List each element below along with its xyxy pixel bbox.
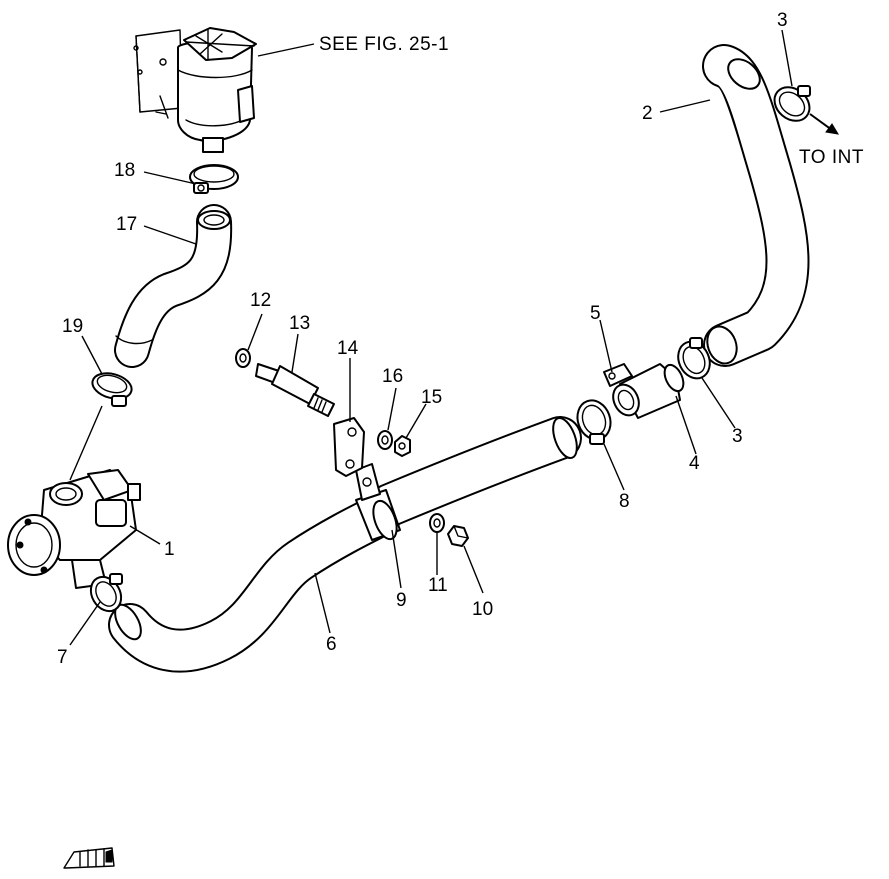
see-fig-note: SEE FIG. 25-1 <box>319 34 449 55</box>
stamp-mark-icon <box>63 847 115 869</box>
callout-8: 8 <box>619 491 630 512</box>
callout-3-top: 3 <box>777 10 788 31</box>
to-int-note: TO INT <box>799 147 864 168</box>
clamp-3-lower <box>677 337 711 380</box>
bolt-13 <box>235 348 335 417</box>
callout-7: 7 <box>57 647 68 668</box>
pump-1 <box>7 469 141 589</box>
hose-17 <box>114 204 233 368</box>
callout-18: 18 <box>114 160 135 181</box>
joint-9 <box>355 463 401 541</box>
hose-upper-middle <box>368 416 582 527</box>
callout-11: 11 <box>428 575 448 596</box>
callout-17: 17 <box>116 214 137 235</box>
callout-6: 6 <box>326 634 337 655</box>
callout-1: 1 <box>164 539 175 560</box>
callout-2: 2 <box>642 103 653 124</box>
clamp-7 <box>89 573 123 613</box>
bolt-10 <box>447 525 469 547</box>
hose-6 <box>108 493 402 673</box>
annotations: SEE FIG. 25-1 TO INT 1 2 3 3 4 5 6 7 8 9… <box>57 10 864 668</box>
callout-12: 12 <box>250 290 271 311</box>
clamp-18 <box>189 164 239 194</box>
callout-10: 10 <box>472 599 493 620</box>
strainer-assembly <box>133 27 257 153</box>
callout-5: 5 <box>590 303 601 324</box>
callout-9: 9 <box>396 590 407 611</box>
callout-14: 14 <box>337 338 359 359</box>
callout-4: 4 <box>689 453 700 474</box>
callout-16: 16 <box>382 366 403 387</box>
clamp-3-upper <box>773 85 811 122</box>
bracket-14 <box>333 417 365 477</box>
clamp-19 <box>91 372 133 407</box>
hose-2 <box>702 44 810 367</box>
leader-lines <box>69 29 793 646</box>
callout-13: 13 <box>289 313 310 334</box>
callout-15: 15 <box>421 387 442 408</box>
callout-3-lower: 3 <box>732 426 743 447</box>
nut-15 <box>394 435 411 457</box>
direction-arrow-icon <box>809 113 839 135</box>
fitting-4 <box>612 363 685 419</box>
washer-11 <box>429 513 445 533</box>
callout-19: 19 <box>62 316 83 337</box>
washer-16 <box>377 430 393 450</box>
clamp-8 <box>576 399 612 445</box>
